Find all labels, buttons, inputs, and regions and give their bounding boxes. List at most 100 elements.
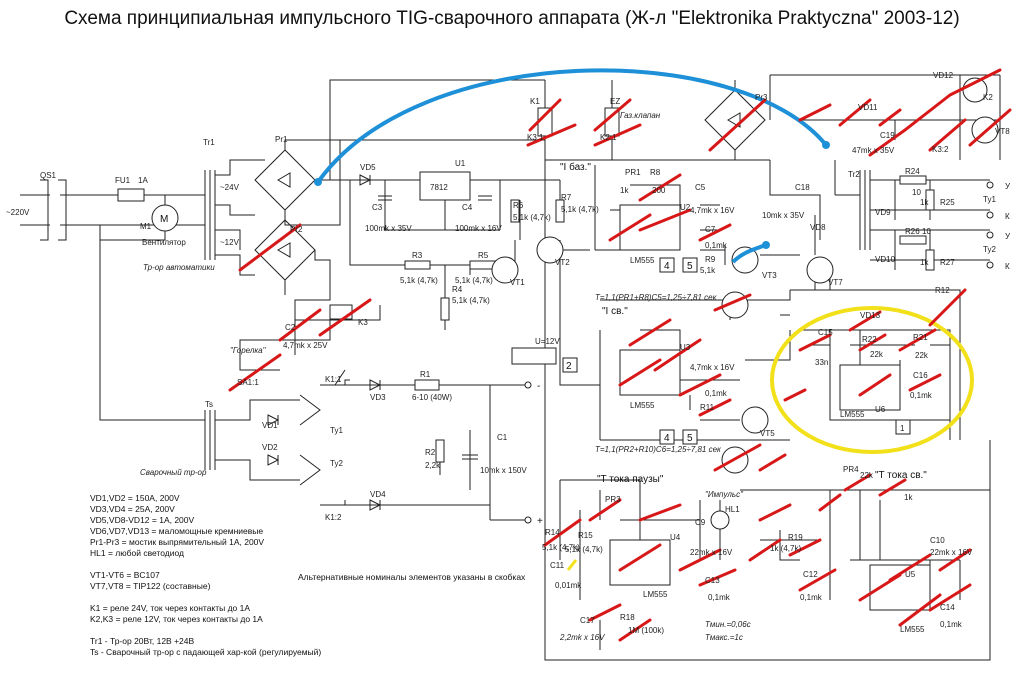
label-r14-value: 5,1k (4,7k)	[542, 543, 580, 552]
label-r15: R15	[578, 531, 593, 540]
cap-c3	[378, 195, 392, 201]
resistor-r24	[899, 175, 927, 185]
label-vt8: VT8	[995, 127, 1010, 136]
label-tr1-caption: Тр-ор автоматики	[143, 263, 215, 272]
label-r9-value: 5,1k	[700, 266, 716, 275]
label-r1: R1	[420, 370, 431, 379]
cap-c1	[462, 454, 478, 460]
label-vd4: VD4	[370, 490, 386, 499]
label-box-2: 2	[566, 361, 572, 372]
label-r24: R24	[905, 167, 920, 176]
label-r4-value: 5,1k (4,7k)	[452, 296, 490, 305]
label-r24-value: 10	[912, 188, 921, 197]
transistor-vt5	[741, 406, 769, 434]
label-r11: R11	[700, 403, 715, 412]
label-c16-value: 0,1mk	[910, 391, 933, 400]
transistor-vt1	[491, 256, 519, 284]
label-c12-value: 0,1mk	[800, 593, 823, 602]
label-vt5: VT5	[760, 429, 775, 438]
label-r12: R12	[935, 286, 950, 295]
note-line	[90, 625, 321, 636]
label-c9: C9	[695, 518, 706, 527]
label-plus: +	[537, 516, 543, 527]
label-fu1-rating: 1A	[138, 176, 148, 185]
label-hl1: HL1	[725, 505, 740, 514]
label-r3-value: 5,1k (4,7k)	[400, 276, 438, 285]
label-r5: R5	[478, 251, 489, 260]
component-notes: VD1,VD2 = 150A, 200V VD3,VD4 = 25A, 200V…	[90, 493, 321, 658]
terminal-y2	[986, 231, 994, 239]
terminal-k2	[986, 261, 994, 269]
label-tmin: Tмин.=0,06с	[705, 620, 751, 629]
transistor-vt3	[731, 246, 759, 274]
label-m1: M1	[140, 222, 152, 231]
led-hl1	[710, 510, 730, 530]
label-r14: R14	[545, 528, 560, 537]
label-12v: ~12V	[220, 238, 240, 247]
label-k3-2: K3:2	[932, 145, 949, 154]
diode-vd1	[267, 414, 280, 426]
label-k-1: К	[1005, 212, 1010, 221]
label-u5: U5	[905, 570, 916, 579]
label-y2: У	[1005, 232, 1011, 241]
label-pr1-timer: PR1	[625, 168, 641, 177]
label-vd2: VD2	[262, 443, 278, 452]
label-k1-1: K1:1	[325, 375, 342, 384]
pin-box-5b	[682, 429, 698, 445]
label-formula2: T=1,1(PR2+R10)C6=1,25÷7,81 сек	[595, 445, 722, 454]
note-line: Ts - Сварочный тр-ор с падающей хар-кой …	[90, 647, 322, 657]
label-r19-value: 1k (4,7k)	[770, 544, 801, 553]
label-vd11: VD11	[858, 103, 878, 112]
label-c14: C14	[940, 603, 955, 612]
diagram-title: Схема принципиальная импульсного TIG-сва…	[64, 8, 960, 29]
resistor-r1	[414, 379, 440, 391]
label-i-weld: "I св."	[602, 306, 628, 317]
label-pr1-value: 1k	[620, 186, 629, 195]
ic-u3	[619, 349, 681, 396]
resistor-r25	[925, 189, 935, 211]
label-r5-value: 5,1k (4,7k)	[455, 276, 493, 285]
label-pr3-timer: PR3	[605, 495, 621, 504]
motor-symbol: M	[160, 214, 168, 225]
bridge-pr2-symbol	[277, 242, 291, 258]
label-c17: C17	[580, 616, 595, 625]
label-tr2: Tr2	[848, 170, 860, 179]
pin-box-4a	[659, 257, 675, 273]
label-lm555-u6: LM555	[840, 410, 865, 419]
note-line: HL1 = любой светодиод	[90, 548, 184, 558]
diode-vd5	[359, 174, 372, 186]
label-lm555-u3: LM555	[630, 401, 655, 410]
label-c11: C11	[550, 561, 565, 570]
label-u3-c-value: 4,7mk x 16V	[690, 363, 735, 372]
label-c16: C16	[913, 371, 928, 380]
label-ty1: Ty1	[330, 426, 343, 435]
terminal-plus	[524, 516, 532, 524]
label-fan: Вентилятор	[142, 238, 186, 247]
label-ez: EZ	[610, 97, 620, 106]
label-c4-value: 100mk x 16V	[455, 224, 502, 233]
label-r22-value: 22k	[870, 350, 884, 359]
label-c4: C4	[462, 203, 473, 212]
note-line: Pr1-Pr3 = мостик выпрямительный 1A, 200V	[90, 537, 265, 547]
label-ty2-out: Ty2	[983, 245, 996, 254]
label-k3-1: K3:1	[527, 133, 544, 142]
label-u2: U2	[680, 203, 691, 212]
label-vd5: VD5	[360, 163, 376, 172]
label-c12: C12	[803, 570, 818, 579]
fuse-fu1	[117, 188, 145, 202]
label-r27-value: 1k	[920, 258, 929, 267]
mini-timing-diagram	[511, 347, 557, 365]
label-c13-value: 0,1mk	[708, 593, 731, 602]
ic-u4	[609, 539, 671, 586]
note-line: VT1-VT6 = BC107	[90, 570, 160, 580]
motor-m1	[151, 204, 179, 232]
label-c5-value: 4,7mk x 16V	[690, 206, 735, 215]
note-line: VD3,VD4 = 25A, 200V	[90, 504, 175, 514]
label-c19: C19	[880, 131, 895, 140]
label-c3: C3	[372, 203, 383, 212]
strike-marks	[228, 68, 1012, 642]
label-ts-caption: Сварочный тр-ор	[140, 468, 207, 477]
label-formula1: T=1,1(PR1+R8)C5=1,25÷7,81 сек	[595, 293, 718, 302]
label-vt1: VT1	[510, 278, 525, 287]
label-r21-value: 22k	[915, 351, 929, 360]
